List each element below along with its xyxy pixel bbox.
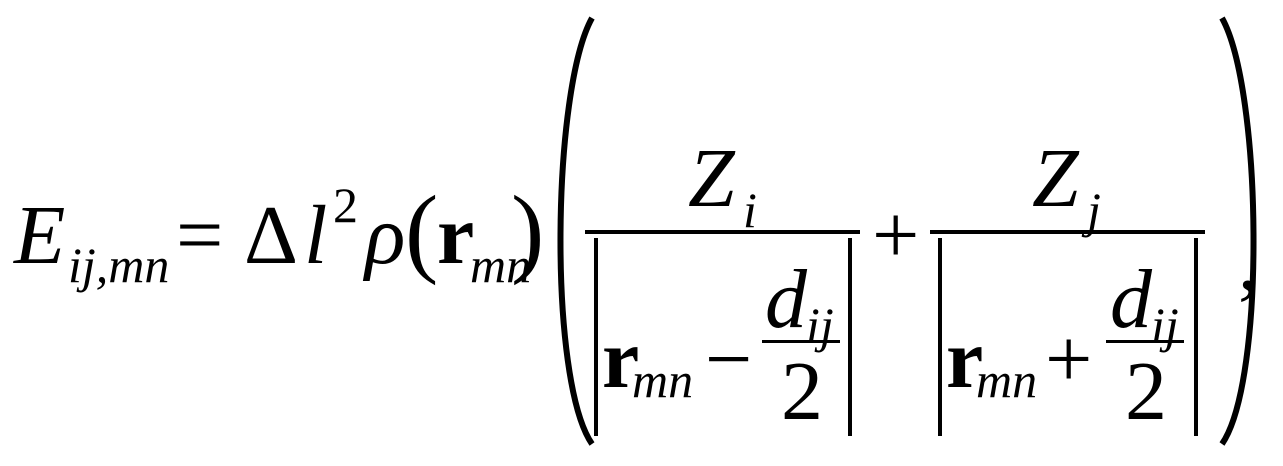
term1-inner-fraction-bar: [762, 340, 840, 343]
delta-symbol: Δ: [244, 189, 299, 282]
term2-Z: Z: [1032, 132, 1079, 225]
plus-sign: +: [872, 189, 920, 282]
ell-symbol: l: [304, 189, 328, 282]
term1-minus: −: [705, 313, 753, 406]
lhs-symbol: E: [14, 189, 66, 282]
ell-exponent: 2: [333, 177, 358, 233]
term1-abs-right: [848, 238, 852, 436]
r-subscript: mn: [470, 237, 532, 293]
term1-d: d: [765, 253, 807, 346]
term2-abs-right: [1194, 238, 1198, 436]
equals-sign: =: [176, 189, 224, 282]
trailing-comma: ,: [1238, 215, 1259, 308]
term2-plus: +: [1045, 313, 1093, 406]
r-vector: r: [437, 189, 475, 282]
term2-two: 2: [1125, 345, 1167, 438]
big-close-paren: [1219, 16, 1257, 446]
term1-r: r: [602, 313, 640, 406]
term1-abs-left: [594, 238, 598, 436]
big-open-paren: [557, 16, 595, 446]
lhs-subscript: ij,mn: [68, 237, 170, 293]
term2-Z-subscript: j: [1087, 182, 1101, 238]
term1-two: 2: [781, 345, 823, 438]
inner-open-paren: (: [405, 175, 439, 286]
term2-r-subscript: mn: [976, 352, 1038, 408]
term1-r-subscript: mn: [632, 352, 694, 408]
rho-symbol: ρ: [365, 189, 406, 282]
inner-close-paren: ): [511, 175, 545, 286]
term2-fraction-bar: [930, 230, 1205, 234]
term2-d: d: [1110, 253, 1152, 346]
term2-r: r: [946, 313, 984, 406]
term2-inner-fraction-bar: [1106, 340, 1184, 343]
term1-fraction-bar: [585, 230, 860, 234]
term1-Z-subscript: i: [743, 182, 757, 238]
term1-Z: Z: [688, 132, 735, 225]
term2-abs-left: [938, 238, 942, 436]
